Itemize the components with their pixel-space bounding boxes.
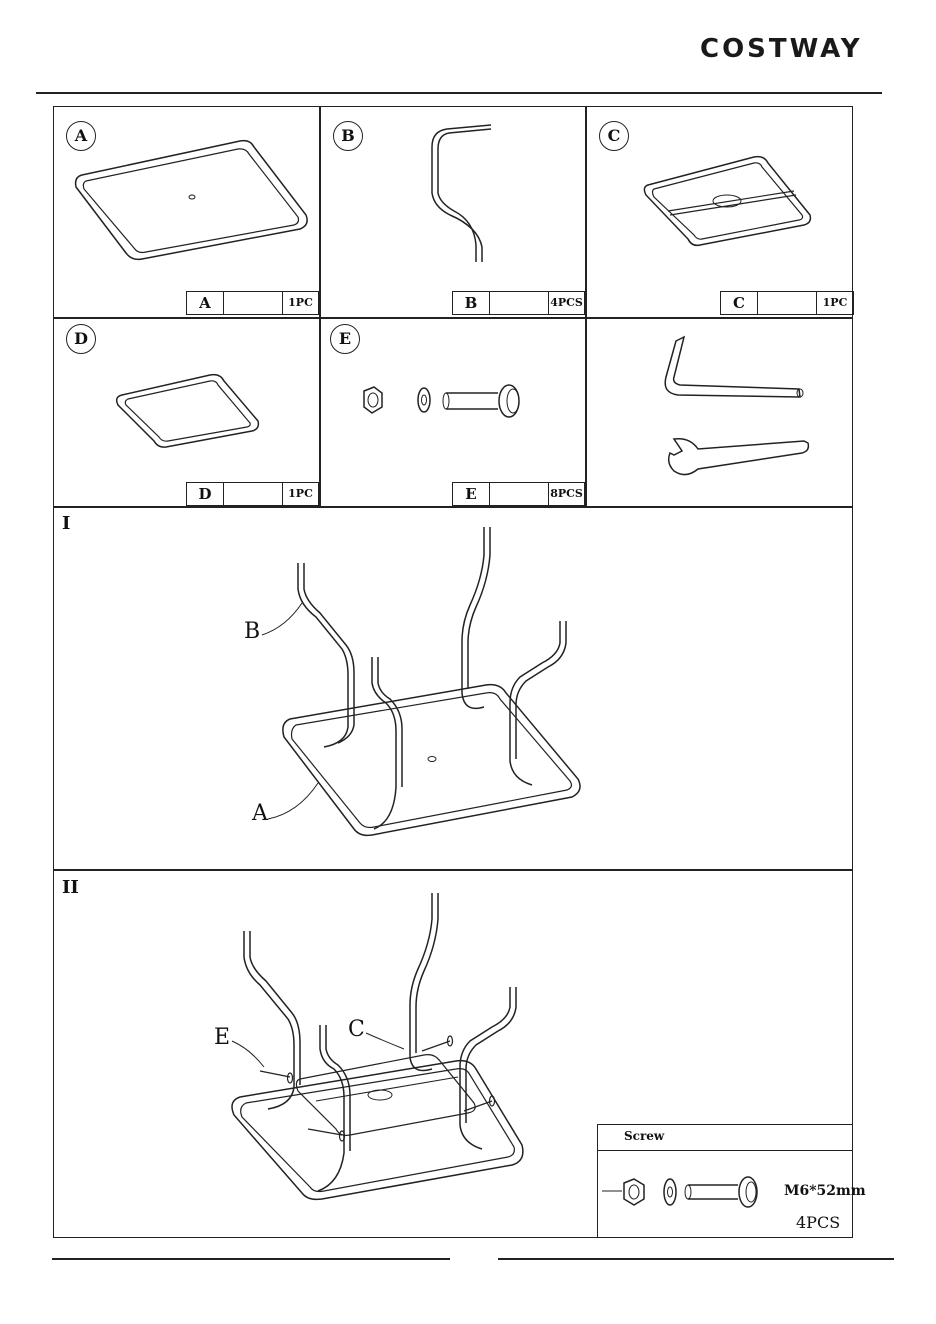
footer-rule-left (52, 1258, 450, 1260)
footer-rule-right (498, 1258, 894, 1260)
brand-logo: COSTWAY (700, 34, 863, 64)
washer-icon (664, 1179, 676, 1205)
bolt-icon (685, 1177, 757, 1207)
screw-spec: M6*52mm (784, 1183, 866, 1199)
nut-icon (624, 1179, 644, 1205)
step-two-diagram (54, 107, 854, 1239)
screw-qty: 4PCS (796, 1213, 840, 1232)
screw-detail-box: Screw M6*52mm 4PCS (597, 1124, 853, 1238)
header-rule (36, 92, 882, 94)
